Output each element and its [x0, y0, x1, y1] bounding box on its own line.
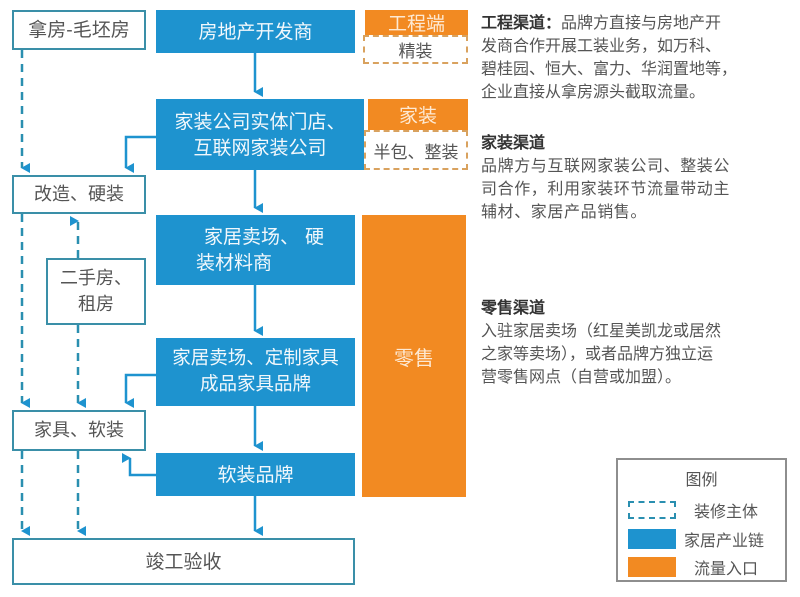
fine-decoration-box: 精装 — [363, 35, 468, 64]
retail-channel-line: 之家等卖场），或者品牌方独立运 — [481, 344, 714, 363]
home-decoration-channel-line: 辅材、家居产品销售。 — [481, 202, 648, 221]
home-mall-custom-line-2: 成品家具品牌 — [199, 374, 311, 395]
legend-item-home-industry-chain: 家居产业链 — [628, 527, 764, 551]
engineering-entry-label: 工程端 — [387, 13, 445, 35]
home-decoration-channel-line: 品牌方与互联网家装公司、整装公 — [481, 156, 731, 175]
furniture-soft-box: 家具、软装 — [12, 410, 146, 451]
rough-house-label: 拿房-毛坯房 — [28, 19, 130, 41]
home-decoration-channel-line: 司合作，利用家装环节流量带动主 — [481, 179, 731, 198]
home-mall-custom-box: 家居卖场、定制家具 成品家具品牌 — [156, 338, 355, 406]
soft-brand-label: 软装品牌 — [217, 463, 294, 486]
home-mall-hard-box: 家居卖场、 硬 装材料商 — [156, 215, 355, 285]
engineering-channel-line: 品牌方直接与房地产开 — [561, 13, 722, 32]
developer-box: 房地产开发商 — [156, 10, 355, 53]
home-mall-custom-line-1: 家居卖场、定制家具 — [172, 348, 339, 369]
renovation-label: 改造、硬装 — [34, 183, 124, 205]
dashed-swatch-icon — [628, 501, 676, 519]
half-full-package-label: 半包、整装 — [373, 142, 459, 163]
engineering-channel-line: 企业直接从拿房源头截取流量。 — [481, 82, 706, 101]
retail-channel-line: 营零售网点（自营或加盟）。 — [481, 367, 682, 386]
decoration-company-line-1: 家装公司实体门店、 — [174, 110, 346, 133]
furniture-soft-label: 家具、软装 — [34, 419, 124, 441]
engineering-channel-line: 碧桂园、恒大、富力、华润置地等， — [481, 59, 738, 78]
legend: 图例 装修主体 家居产业链 流量入口 — [616, 458, 787, 582]
renovation-box: 改造、硬装 — [12, 175, 146, 214]
engineering-entry-box: 工程端 — [365, 10, 468, 35]
fine-decoration-label: 精装 — [398, 42, 433, 62]
second-hand-box: 二手房、租房 — [46, 258, 146, 325]
legend-item-label: 装修主体 — [694, 502, 759, 521]
engineering-channel-line: 发商合作开展工装业务，如万科、 — [481, 36, 722, 55]
legend-title: 图例 — [685, 470, 718, 489]
second-hand-label: 二手房、租房 — [60, 267, 132, 315]
retail-channel-line: 入驻家居卖场（红星美凯龙或居然 — [481, 321, 722, 340]
home-decoration-channel-heading: 家装渠道 — [481, 133, 546, 152]
home-mall-hard-line-2: 装材料商 — [196, 252, 273, 274]
retail-channel-description: 零售渠道 入驻家居卖场（红星美凯龙或居然 之家等卖场），或者品牌方独立运 营零售… — [481, 296, 796, 388]
retail-entry-box: 零售 — [362, 215, 466, 497]
completion-label: 竣工验收 — [145, 550, 222, 573]
blue-swatch-icon — [628, 529, 676, 549]
engineering-channel-description: 工程渠道：品牌方直接与房地产开 发商合作开展工装业务，如万科、 碧桂园、恒大、富… — [481, 11, 796, 103]
developer-label: 房地产开发商 — [198, 20, 313, 43]
home-decoration-entry-box: 家装 — [368, 99, 468, 130]
legend-item-decoration-subject: 装修主体 — [628, 498, 758, 522]
legend-item-label: 流量入口 — [694, 559, 759, 578]
engineering-channel-heading: 工程渠道： — [481, 13, 562, 32]
legend-item-traffic-entry: 流量入口 — [628, 555, 758, 579]
rough-house-box: 拿房-毛坯房 — [12, 10, 146, 50]
home-mall-hard-line-1: 家居卖场、 硬 — [204, 226, 325, 248]
soft-brand-box: 软装品牌 — [156, 453, 355, 496]
half-full-package-box: 半包、整装 — [364, 130, 468, 170]
orange-swatch-icon — [628, 557, 676, 577]
retail-entry-label: 零售 — [394, 345, 434, 370]
decoration-company-box: 家装公司实体门店、 互联网家装公司 — [156, 99, 364, 170]
completion-box: 竣工验收 — [12, 538, 355, 585]
home-decoration-entry-label: 家装 — [398, 105, 437, 127]
decoration-company-line-2: 互联网家装公司 — [193, 136, 327, 159]
legend-item-label: 家居产业链 — [684, 531, 765, 550]
retail-channel-heading: 零售渠道 — [481, 298, 546, 317]
home-decoration-channel-description: 家装渠道 品牌方与互联网家装公司、整装公 司合作，利用家装环节流量带动主 辅材、… — [481, 131, 796, 223]
